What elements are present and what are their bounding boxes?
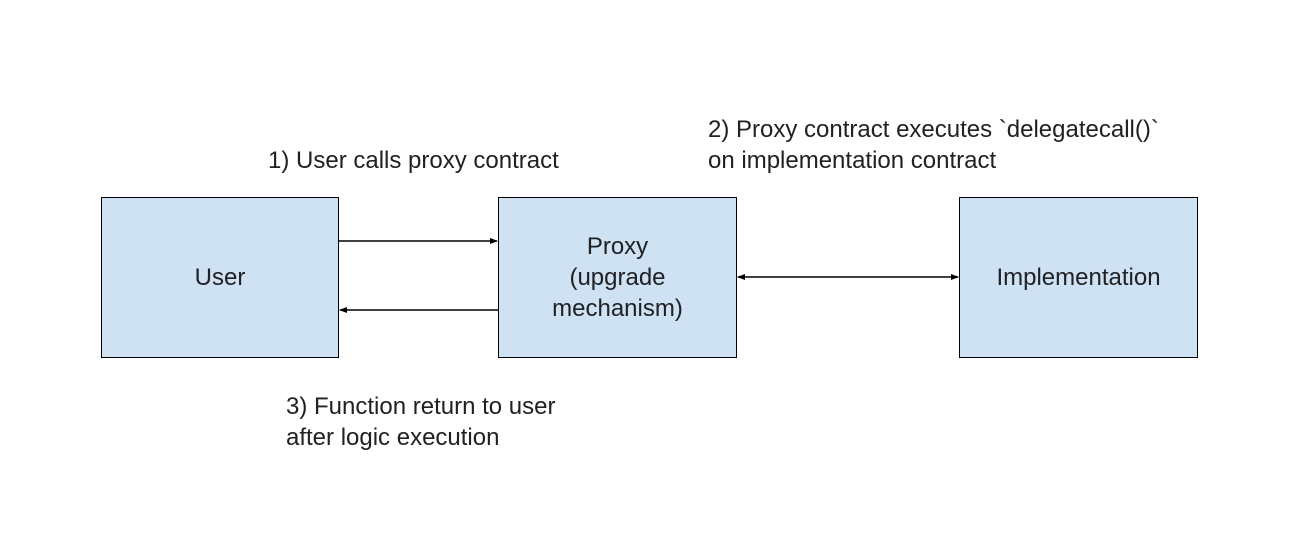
proxy-box-label: Proxy (upgrade mechanism): [552, 233, 683, 322]
step-1-caption: 1) User calls proxy contract: [268, 147, 559, 174]
step-2-caption: 2) Proxy contract executes `delegatecall…: [708, 116, 1159, 174]
user-box: User: [101, 197, 339, 358]
implementation-box: Implementation: [959, 197, 1198, 358]
implementation-box-label: Implementation: [996, 264, 1161, 291]
user-box-label: User: [194, 264, 246, 291]
step-3-caption: 3) Function return to user after logic e…: [286, 393, 556, 451]
proxy-box: Proxy (upgrade mechanism): [498, 197, 737, 358]
